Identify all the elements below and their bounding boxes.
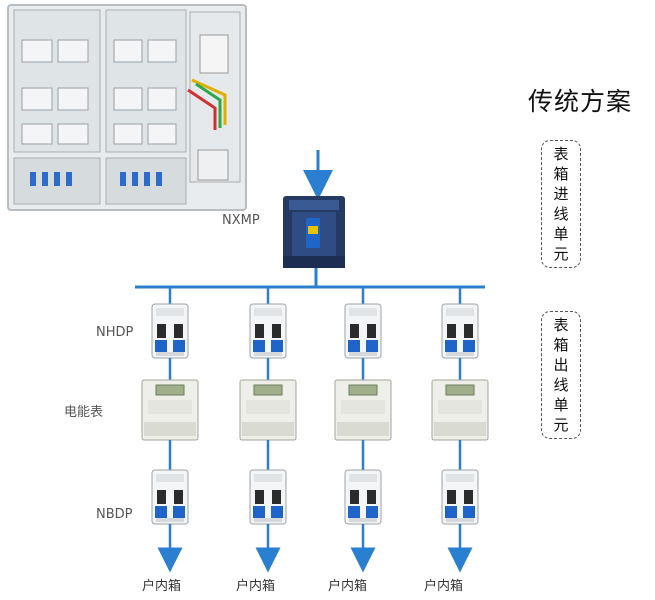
box-in-char: 元 [553, 245, 569, 263]
outlet-label: 户内箱 [424, 579, 464, 594]
meter-cabinet-photo [7, 4, 247, 211]
outlet-label: 户内箱 [236, 579, 276, 594]
scheme-title: 传统方案 [528, 87, 633, 116]
branch-breaker-nbdp [151, 469, 189, 525]
branch-breaker-nhdp [249, 303, 287, 359]
box-out-char: 箱 [553, 336, 569, 354]
branch-breaker-nbdp [344, 469, 382, 525]
label-nxmp: NXMP [222, 213, 260, 228]
main-breaker-nxmp [283, 196, 345, 268]
branch-breaker-nhdp [151, 303, 189, 359]
box-out-char: 元 [553, 416, 569, 434]
energy-meter [431, 379, 489, 441]
label-nhdp: NHDP [96, 325, 134, 340]
box-in-char: 单 [553, 225, 569, 243]
outlet-label: 户内箱 [142, 579, 182, 594]
branch-breaker-nhdp [344, 303, 382, 359]
energy-meter [334, 379, 392, 441]
box-in-char: 表 [553, 145, 569, 163]
branch-breaker-nbdp [441, 469, 479, 525]
box-out-char: 表 [553, 316, 569, 334]
box-out-char: 出 [553, 356, 569, 374]
branch-breaker-nhdp [441, 303, 479, 359]
box-inlet-unit-label: 表 箱 进 线 单 元 [541, 140, 581, 268]
box-out-char: 单 [553, 396, 569, 414]
box-outlet-unit-label: 表 箱 出 线 单 元 [541, 311, 581, 439]
label-meter: 电能表 [64, 405, 104, 420]
energy-meter [141, 379, 199, 441]
energy-meter [239, 379, 297, 441]
box-in-char: 箱 [553, 165, 569, 183]
box-in-char: 线 [553, 205, 569, 223]
outlet-label: 户内箱 [328, 579, 368, 594]
box-out-char: 线 [553, 376, 569, 394]
box-in-char: 进 [553, 185, 569, 203]
label-nbdp: NBDP [96, 507, 133, 522]
branch-breaker-nbdp [249, 469, 287, 525]
